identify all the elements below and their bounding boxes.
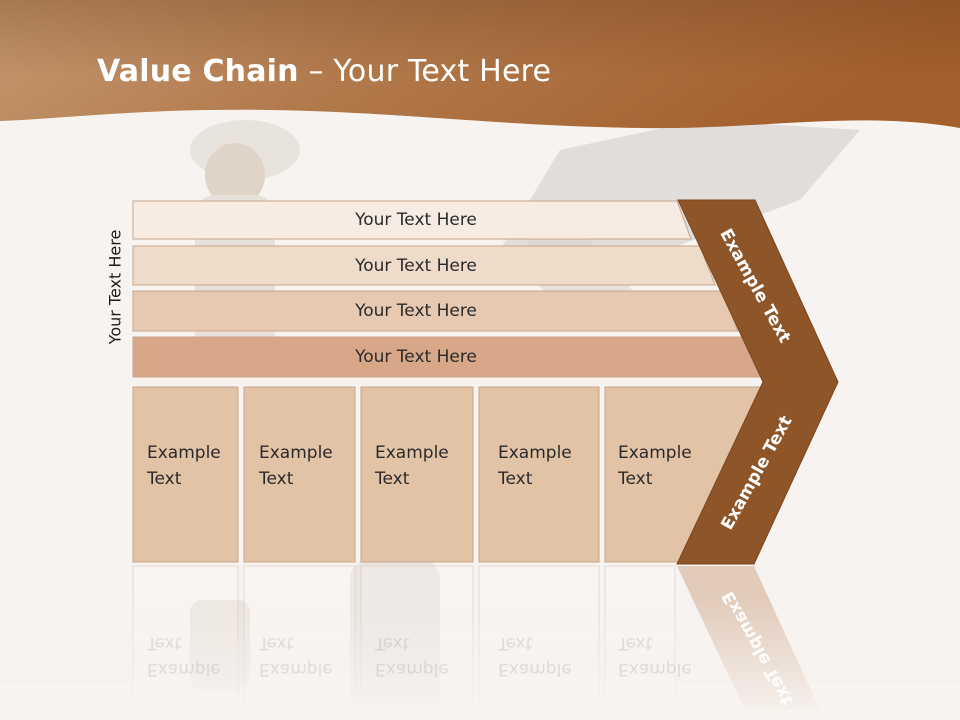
title-rest: – Your Text Here [298, 54, 552, 89]
cell-text-5-line1: Example [618, 443, 692, 463]
cell-shape-1 [132, 386, 239, 563]
cell-reflection-5: Example Text [618, 630, 722, 682]
cell-text-4-line1: Example [498, 443, 572, 463]
cell-text-2-line2: Text [259, 469, 294, 489]
cell-reflection-1-line2: Text [147, 633, 182, 653]
cell-text-3-line1: Example [375, 443, 449, 463]
cell-reflection-2-line2: Text [259, 633, 294, 653]
row-label-1: Your Text Here [355, 210, 477, 230]
cell-reflection-1-line1: Example [147, 659, 221, 679]
cell-reflection-2: Example Text [259, 630, 363, 682]
cell-reflection-3: Example Text [375, 630, 479, 682]
cell-reflection-1: Example Text [147, 630, 251, 682]
row-label-3: Your Text Here [355, 301, 477, 321]
cell-text-5-line2: Text [618, 469, 653, 489]
cell-shape-3 [360, 386, 474, 563]
cell-reflection-5-line1: Example [618, 659, 692, 679]
row-shape-1 [132, 200, 692, 240]
page-title: Value Chain – Your Text Here [97, 54, 551, 89]
cell-reflection-4-line2: Text [498, 633, 533, 653]
cell-reflection-4: Example Text [498, 630, 602, 682]
cell-reflection-3-line2: Text [375, 633, 410, 653]
cell-text-1-line1: Example [147, 443, 221, 463]
cell-reflection-3-line1: Example [375, 659, 449, 679]
cell-reflection-2-line1: Example [259, 659, 333, 679]
row-shape-3 [132, 290, 739, 332]
cell-shape-4 [478, 386, 600, 563]
cell-text-3-line2: Text [375, 469, 410, 489]
title-bold: Value Chain [97, 54, 299, 89]
cell-reflection-4-line1: Example [498, 659, 572, 679]
cell-reflection-5-line2: Text [618, 633, 653, 653]
cell-text-2-line1: Example [259, 443, 333, 463]
cell-text-1-line2: Text [147, 469, 182, 489]
cell-shape-2 [243, 386, 356, 563]
row-label-2: Your Text Here [355, 256, 477, 276]
cell-shapes [132, 386, 762, 563]
side-label: Your Text Here [105, 229, 125, 345]
row-label-4: Your Text Here [355, 347, 477, 367]
cell-text-4-line2: Text [498, 469, 533, 489]
chevron-arrow [676, 199, 839, 565]
row-shape-2 [132, 245, 716, 286]
